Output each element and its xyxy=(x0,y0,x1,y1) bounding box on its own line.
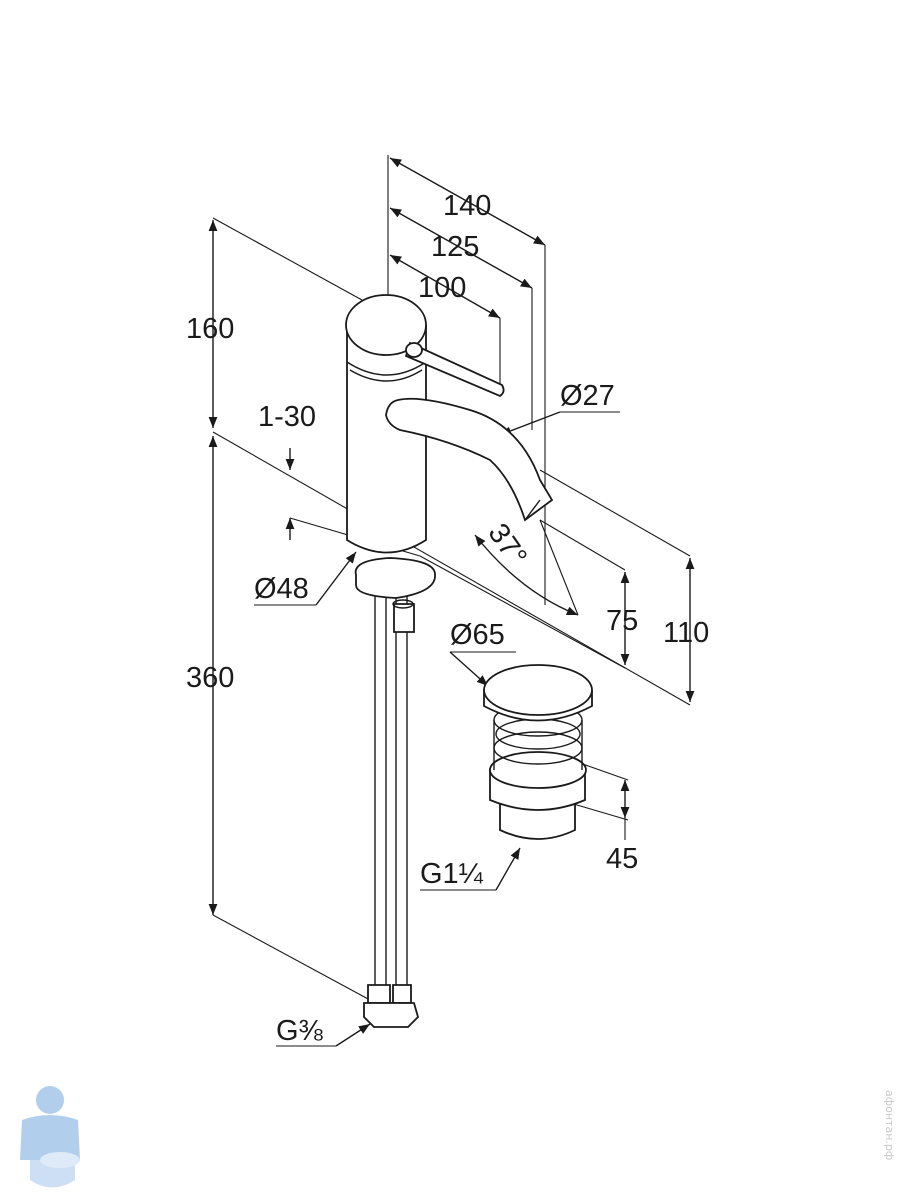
watermark-text: афонтан.рф xyxy=(883,1090,896,1160)
dim-angle-37: 37° xyxy=(481,518,532,572)
dim-diameter-48: Ø48 xyxy=(254,573,309,605)
dim-125: 125 xyxy=(431,231,479,263)
thread-g3-8: G⅜ xyxy=(276,1015,324,1047)
dim-45: 45 xyxy=(606,843,638,875)
dim-360: 360 xyxy=(186,662,234,694)
faucet xyxy=(345,294,554,1028)
dimension-lines xyxy=(208,155,695,1047)
thread-g1-1-4: G1¼ xyxy=(420,858,484,890)
dim-diameter-27: Ø27 xyxy=(560,380,615,412)
drain-valve xyxy=(483,664,593,840)
dim-100: 100 xyxy=(418,272,466,304)
dim-140: 140 xyxy=(443,190,491,222)
dim-1-30: 1-30 xyxy=(258,401,316,433)
dim-diameter-65: Ø65 xyxy=(450,619,505,651)
dimension-labels: 140 125 100 160 1-30 Ø27 37° Ø48 360 75 … xyxy=(186,190,709,1047)
watermark-logo xyxy=(20,1086,80,1188)
dim-110: 110 xyxy=(663,617,709,649)
dim-75: 75 xyxy=(606,605,638,637)
dim-160: 160 xyxy=(186,313,234,345)
